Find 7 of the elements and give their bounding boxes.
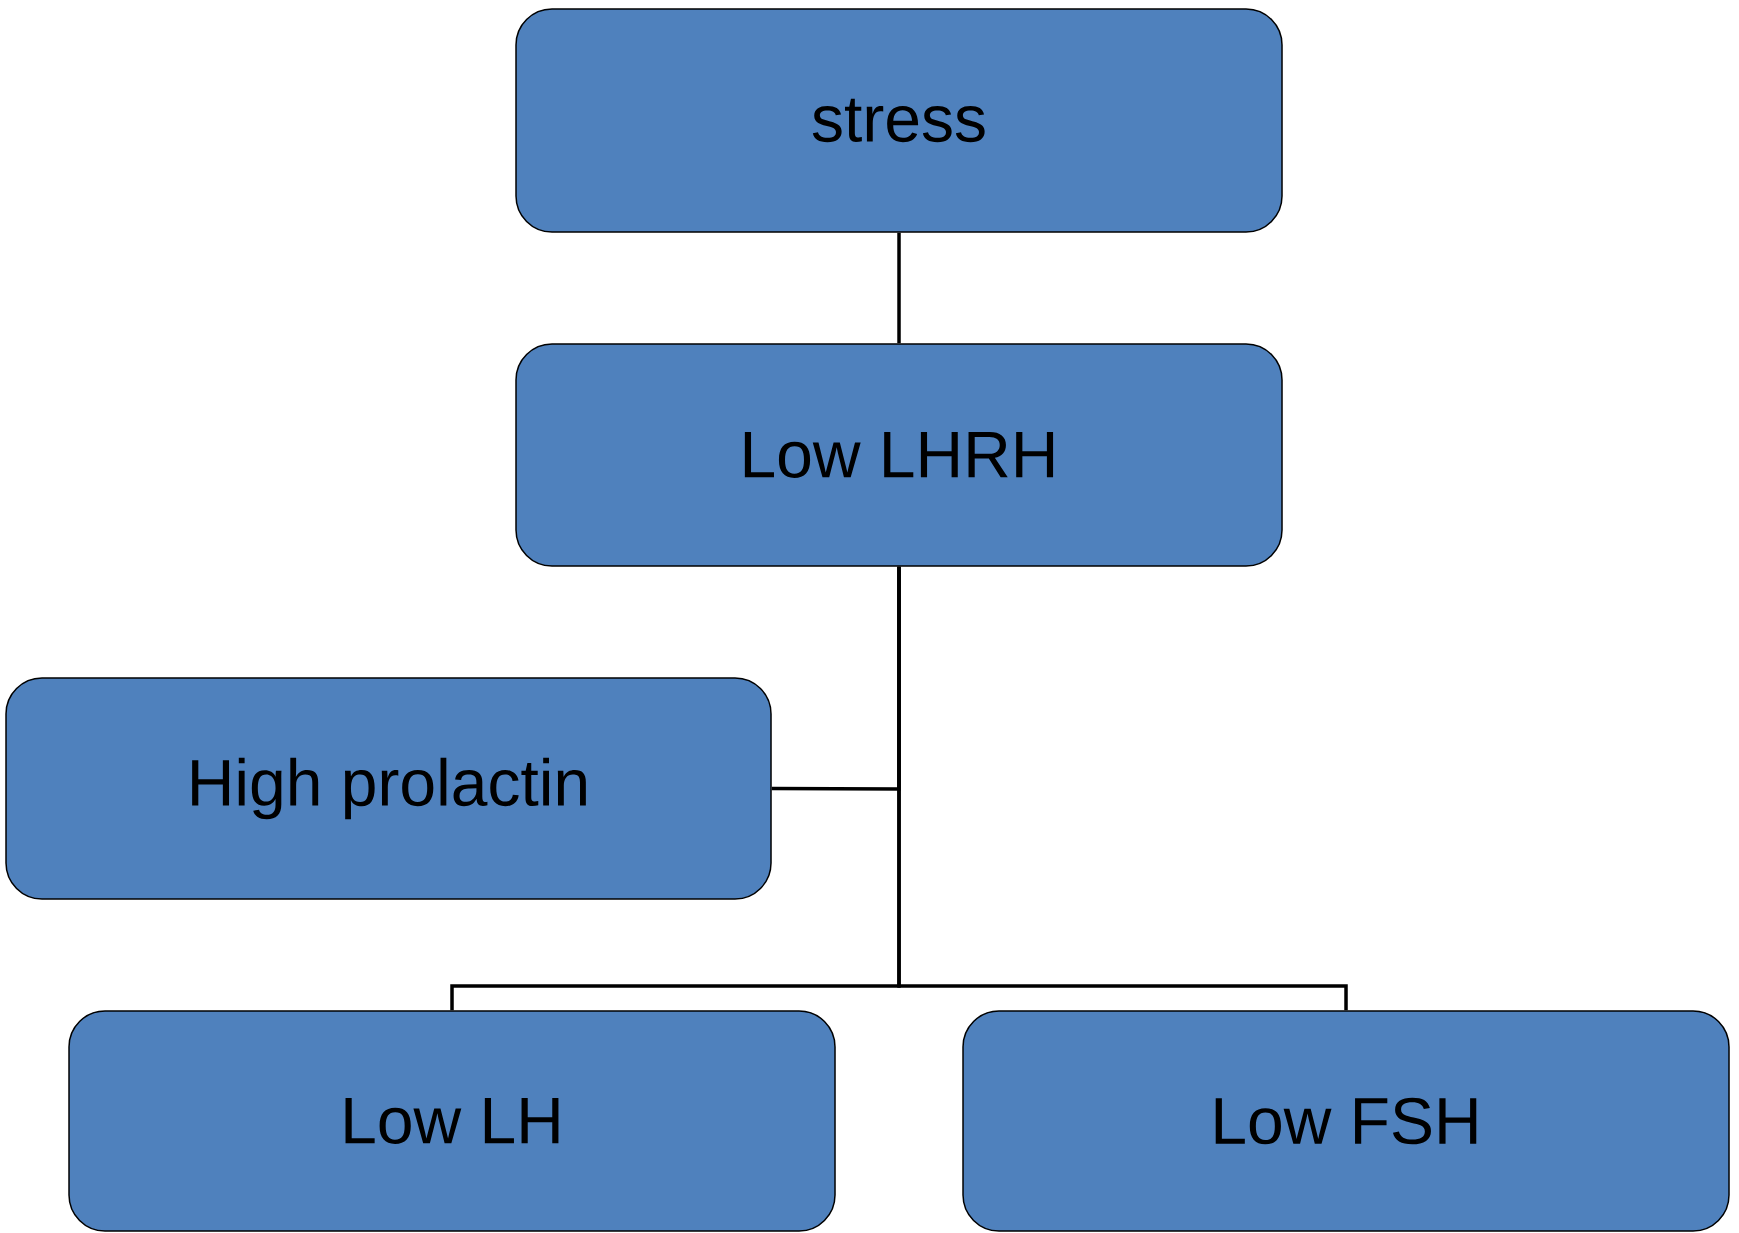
process-box: stress [515, 8, 1283, 233]
process-box: Low FSH [962, 1010, 1730, 1232]
connector-line [897, 566, 1348, 1011]
process-box: High prolactin [5, 677, 772, 900]
process-box: Low LHRH [515, 343, 1283, 567]
process-box: Low LH [68, 1010, 836, 1232]
connector-line [897, 232, 901, 344]
